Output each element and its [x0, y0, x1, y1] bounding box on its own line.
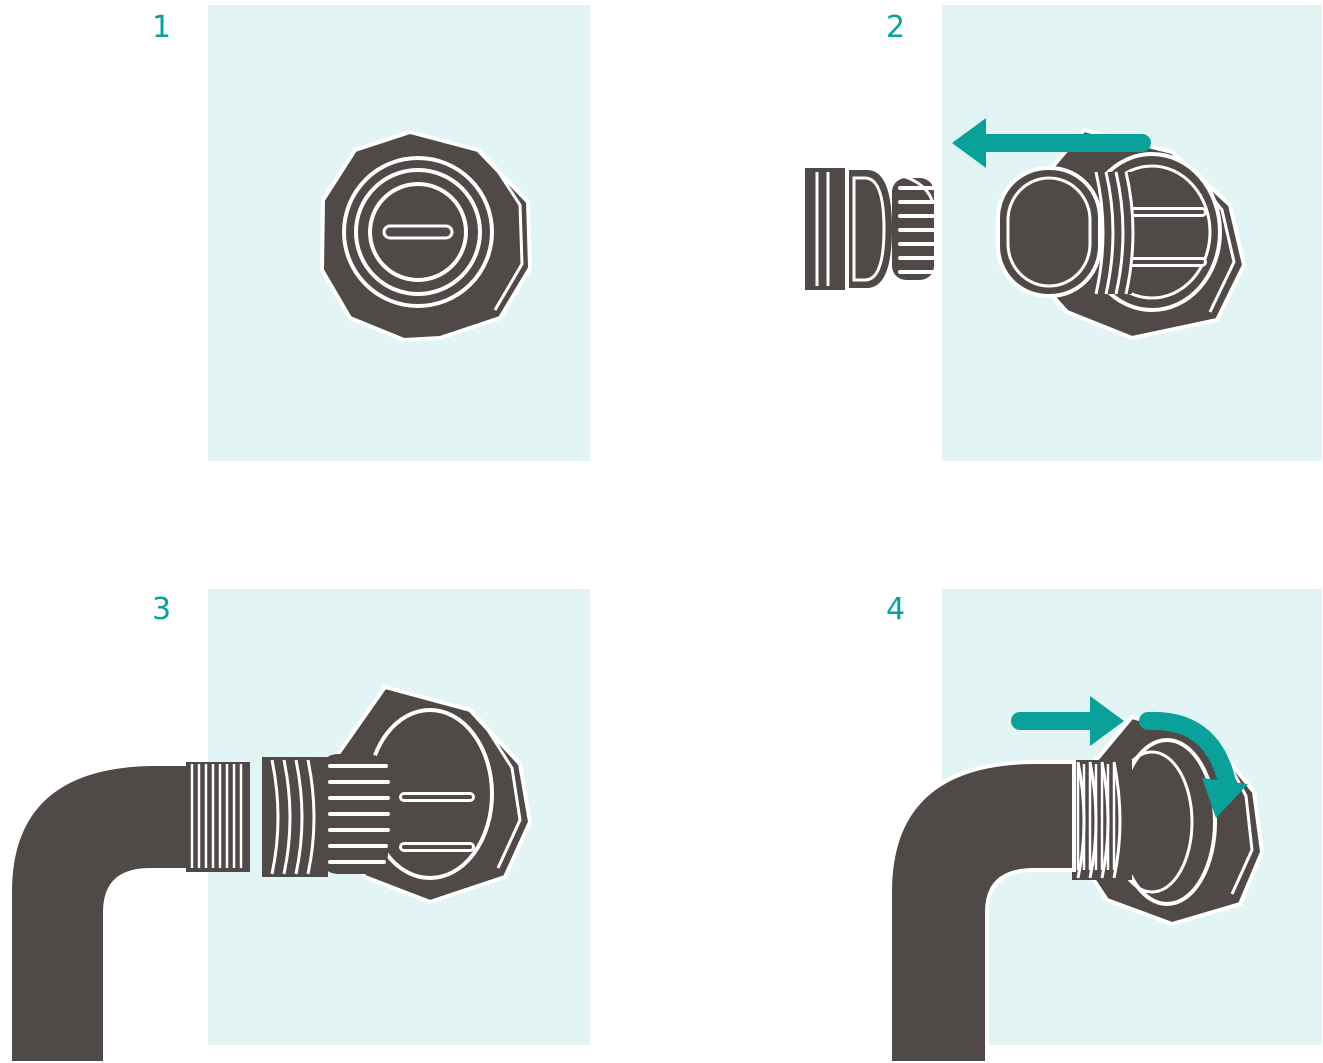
step-number: 2	[886, 10, 906, 45]
step-number: 3	[152, 592, 172, 627]
step-number: 4	[886, 592, 906, 627]
elbow-hose-icon	[888, 760, 1116, 1063]
step-2-illustration	[805, 5, 1322, 461]
step-3: 3	[0, 532, 661, 1063]
elbow-hose-icon	[8, 762, 250, 1063]
removed-cap-icon	[805, 166, 940, 292]
step-4-illustration	[888, 589, 1322, 1063]
step-1: 1	[0, 0, 661, 531]
left-arrow-icon	[952, 118, 1151, 168]
threaded-outlet-icon	[262, 684, 533, 905]
step-number: 1	[152, 10, 172, 45]
step-2: 2	[662, 0, 1323, 531]
right-arrow-icon	[1011, 696, 1124, 746]
step-3-illustration	[8, 589, 590, 1063]
capped-outlet-icon	[319, 129, 533, 343]
rotate-arrow-icon	[1139, 711, 1248, 818]
step-1-illustration	[208, 5, 590, 461]
threaded-outlet-icon	[996, 127, 1247, 341]
step-4: 4	[662, 532, 1323, 1063]
